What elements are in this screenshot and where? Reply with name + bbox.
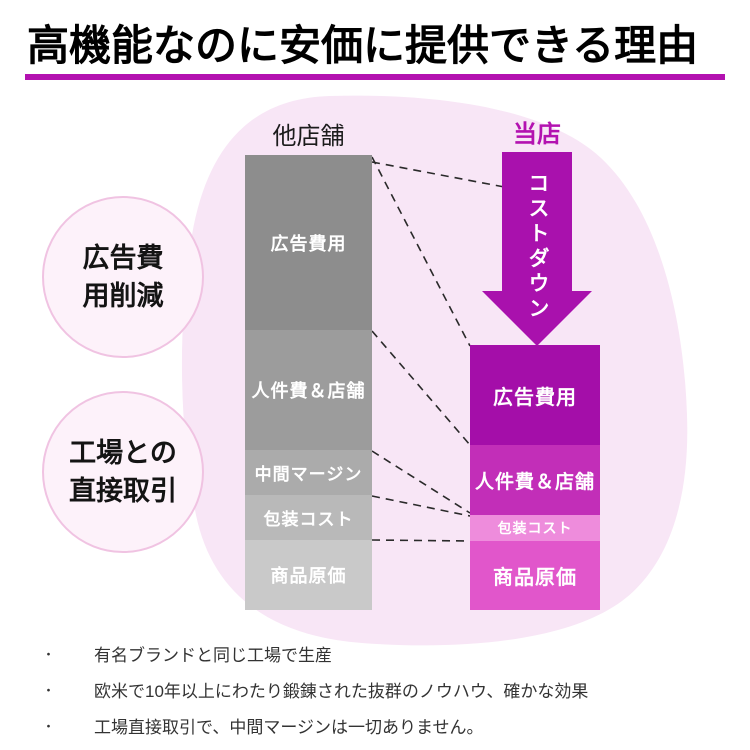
bullet-text: 工場直接取引で、中間マージンは一切ありません。: [94, 718, 484, 737]
circle-text-line: 工場との: [69, 438, 177, 468]
bullet-item: ・ 欧米で10年以上にわたり鍛錬された抜群のノウハウ、確かな効果: [42, 677, 732, 702]
other-segment-packaging: 包装コスト: [245, 495, 372, 540]
bullet-marker: ・: [42, 683, 56, 698]
circle-text-line: 用削減: [82, 281, 164, 311]
other-store-label: 他店舗: [272, 123, 345, 150]
our-store-bar: 広告費用 人件費＆店舗 包装コスト 商品原価: [470, 345, 600, 610]
bullet-text: 欧米で10年以上にわたり鍛錬された抜群のノウハウ、確かな効果: [94, 682, 589, 701]
segment-label: 人件費＆店舗: [474, 471, 595, 493]
circle-text-line: 広告費: [82, 243, 164, 273]
bullet-item: ・ 工場直接取引で、中間マージンは一切ありません。: [42, 713, 732, 738]
other-segment-margin: 中間マージン: [245, 450, 372, 495]
our-store-label: 当店: [513, 121, 561, 148]
ours-segment-labor: 人件費＆店舗: [470, 445, 600, 515]
segment-label: 包装コスト: [263, 510, 354, 529]
title-underline: [25, 74, 725, 80]
bullet-marker: ・: [42, 719, 56, 734]
segment-label: 人件費＆店舗: [251, 381, 366, 401]
ours-segment-packaging: 包装コスト: [470, 515, 600, 541]
other-store-bar: 広告費用 人件費＆店舗 中間マージン 包装コスト 商品原価: [245, 155, 372, 610]
segment-label: 包装コスト: [497, 520, 573, 536]
bullet-item: ・ 有名ブランドと同じ工場で生産: [42, 641, 732, 666]
segment-label: 広告費用: [493, 386, 577, 409]
other-segment-labor: 人件費＆店舗: [245, 330, 372, 450]
bullet-text: 有名ブランドと同じ工場で生産: [94, 646, 332, 665]
bullet-marker: ・: [42, 647, 56, 662]
other-segment-product-cost: 商品原価: [245, 540, 372, 610]
cost-down-label: コストダウン: [526, 172, 549, 322]
segment-label: 中間マージン: [254, 465, 363, 484]
benefit-circle-factory-direct: 工場との 直接取引: [42, 391, 204, 553]
segment-label: 商品原価: [493, 567, 577, 589]
segment-label: 商品原価: [270, 566, 347, 586]
segment-label: 広告費用: [270, 233, 347, 254]
page-title: 高機能なのに安価に提供できる理由: [27, 22, 699, 69]
ours-segment-product-cost: 商品原価: [470, 541, 600, 610]
circle-text-line: 直接取引: [69, 476, 177, 506]
bullet-list: ・ 有名ブランドと同じ工場で生産 ・ 欧米で10年以上にわたり鍛錬された抜群のノ…: [42, 641, 732, 749]
ours-segment-ad: 広告費用: [470, 345, 600, 445]
benefit-circle-ad-cost: 広告費 用削減: [42, 196, 204, 358]
other-segment-ad: 広告費用: [245, 155, 372, 330]
